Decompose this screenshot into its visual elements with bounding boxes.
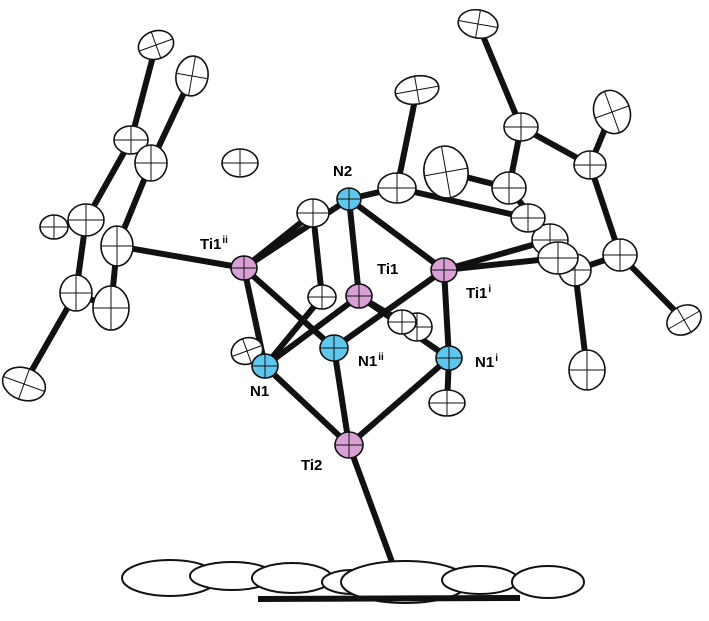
- bottom-ring-ellipse-6: [441, 565, 519, 595]
- atom-n2: [336, 187, 362, 211]
- label-n2: N2: [333, 163, 353, 180]
- carbon-ellipsoid-lc5: [59, 274, 93, 312]
- carbon-ellipsoid-m8: [387, 309, 417, 335]
- label-ti2: Ti2: [301, 457, 323, 474]
- carbon-ellipsoid-lm3: [1, 366, 47, 402]
- atom-n1i: [435, 345, 463, 371]
- bottom-ring-bond: [257, 595, 521, 602]
- bond-N1ii-Ti2: [331, 345, 352, 448]
- bond-Ti1i-N1ii: [331, 267, 447, 351]
- carbon-ellipsoid-m3: [296, 198, 330, 228]
- carbon-ellipsoid-m4: [307, 284, 337, 310]
- label-ti1ii: Ti1ii: [200, 235, 228, 253]
- atom-n1: [251, 353, 279, 379]
- carbon-ellipsoid-lc3: [100, 225, 134, 267]
- bond-lc3-Ti1ii: [114, 243, 247, 271]
- bond-N1i-Ti2: [346, 355, 452, 448]
- bond-m2-m1: [394, 87, 420, 191]
- atom-ti1i: [430, 257, 458, 283]
- bond-rc1-rm1: [475, 21, 524, 130]
- carbon-ellipsoid-lc6: [92, 285, 130, 331]
- atom-ti2: [334, 431, 364, 459]
- carbon-ellipsoid-rm2: [592, 89, 632, 135]
- bottom-ring-ellipse-3: [251, 562, 333, 594]
- label-n1: N1: [250, 383, 270, 400]
- bond-N2-Ti1i: [346, 196, 447, 273]
- carbon-ellipsoid-m10: [537, 241, 579, 275]
- atom-ti1: [345, 283, 373, 309]
- carbon-ellipsoid-m1: [394, 74, 440, 106]
- bond-m4-N1: [262, 294, 325, 369]
- label-n1i: N1i: [475, 353, 498, 371]
- carbon-ellipsoid-rc5: [491, 171, 527, 205]
- label-ti1i: Ti1i: [466, 284, 492, 302]
- carbon-ellipsoid-rm3: [666, 304, 702, 336]
- bond-Ti2-b4: [346, 442, 402, 584]
- bond-lc1-lm1: [128, 42, 159, 143]
- carbon-ellipsoid-m2: [377, 172, 417, 204]
- carbon-ellipsoid-lc4: [67, 203, 105, 237]
- carbon-ellipsoid-lm2: [175, 55, 209, 97]
- carbon-ellipsoid-lm4: [221, 148, 259, 178]
- carbon-ellipsoid-lc2: [134, 144, 168, 182]
- label-ti1: Ti1: [377, 261, 399, 278]
- carbon-ellipsoid-rc2: [573, 150, 607, 180]
- label-n1ii: N1ii: [358, 352, 384, 370]
- carbon-ellipsoid-rm4: [568, 349, 606, 391]
- bond-Ti1-N1: [262, 293, 362, 369]
- atom-ti1ii: [230, 255, 258, 281]
- bond-m2-m9: [394, 185, 531, 221]
- carbon-ellipsoid-lc1: [113, 125, 149, 155]
- carbon-ellipsoid-m6: [428, 389, 466, 417]
- carbon-ellipsoid-rm1: [457, 8, 499, 40]
- bond-Ti1i-N1i: [441, 267, 452, 361]
- bond-N1-Ti2: [262, 363, 352, 448]
- carbon-ellipsoid-m9: [510, 203, 546, 233]
- carbon-ellipsoid-lm1: [137, 29, 175, 61]
- bottom-ring-ellipse-7: [511, 565, 585, 599]
- carbon-ellipsoid-lc7: [39, 214, 69, 240]
- carbon-ellipsoid-rm5: [423, 145, 469, 199]
- atom-n1ii: [319, 334, 349, 362]
- carbon-ellipsoid-rc1: [503, 112, 539, 142]
- carbon-ellipsoid-rc4: [602, 238, 638, 272]
- bond-N2-Ti1: [346, 196, 362, 299]
- bond-Ti1ii-N1ii: [241, 265, 337, 351]
